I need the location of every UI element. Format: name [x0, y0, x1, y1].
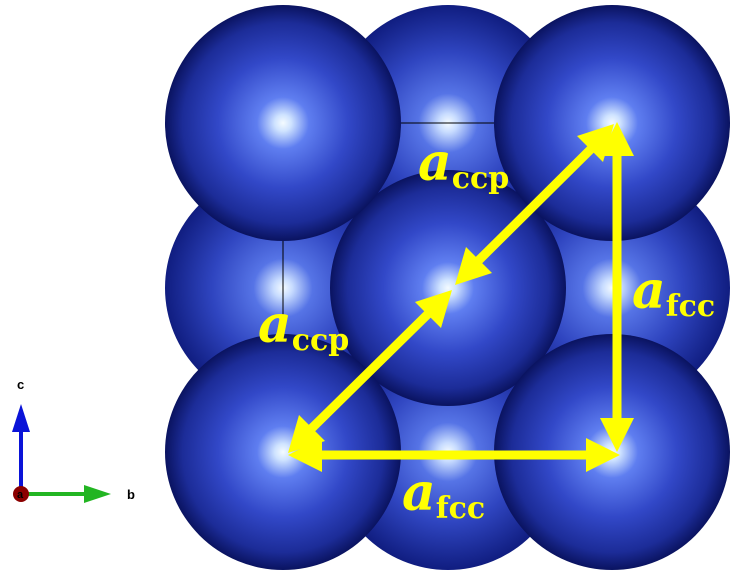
axis-a-marker [13, 486, 29, 502]
arrow-diagonal-lower-head-center [415, 290, 452, 328]
arrow-vertical-head-bottom [600, 418, 634, 452]
arrow-diagonal-lower-head-bottom [288, 415, 325, 453]
axis-indicator: c a b [12, 377, 135, 503]
arrow-diagonal-lower-shaft [306, 306, 436, 434]
arrow-horizontal-head-left [288, 438, 322, 472]
label-diagonal-top: accp [418, 132, 509, 196]
label-horizontal-bottom: afcc [402, 462, 485, 526]
axis-c-label: c [17, 377, 24, 392]
arrows [288, 122, 634, 472]
label-vertical-right: afcc [632, 260, 715, 324]
axis-c-arrowhead [12, 404, 30, 432]
arrow-horizontal-head-right [586, 438, 620, 472]
arrow-vertical-head-top [600, 122, 634, 156]
axis-b-arrowhead [84, 485, 111, 503]
label-diagonal-left: accp [258, 294, 349, 358]
sphere-back-right [494, 170, 730, 406]
sphere-corner-top-left [165, 5, 401, 241]
axis-a-label: a [17, 489, 24, 501]
arrow-diagonal-upper-head-top [577, 124, 614, 162]
axis-b-label: b [127, 487, 135, 502]
arrow-diagonal-upper-head-center [455, 247, 492, 285]
arrow-diagonal-upper-shaft [471, 144, 596, 268]
